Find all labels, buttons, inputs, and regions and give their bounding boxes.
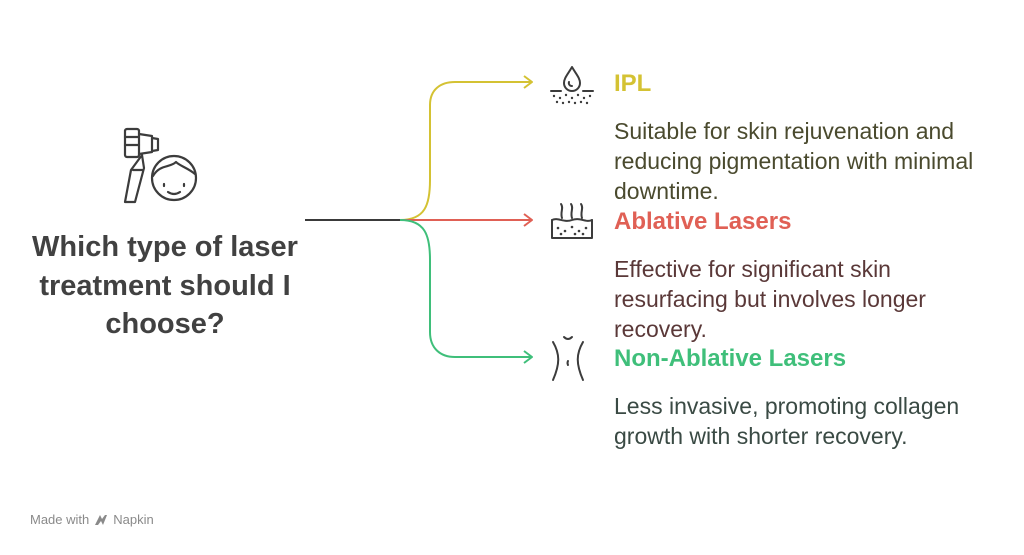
laser-device-face-icon [123, 127, 198, 204]
napkin-logo-icon [95, 514, 108, 525]
option-description-ipl: Suitable for skin rejuvenation and reduc… [614, 118, 974, 204]
branch-non-ablative [399, 219, 532, 358]
waist-body-icon [552, 336, 584, 381]
arrowhead-non-ablative [523, 350, 533, 364]
ipl-skin-drop-icon [550, 66, 594, 105]
arrowhead-ipl [523, 75, 533, 89]
option-title-non-ablative: Non-Ablative Lasers [614, 345, 847, 372]
branch-ipl [399, 81, 532, 221]
skin-layers-icon [551, 203, 593, 239]
option-description-non-ablative: Less invasive, promoting collagen growth… [614, 393, 960, 449]
footer-brand: Napkin [113, 512, 154, 527]
arrowhead-ablative [523, 213, 533, 227]
option-description-ablative: Effective for significant skin resurfaci… [614, 256, 926, 342]
option-title-ipl: IPL [614, 70, 652, 97]
footer-watermark: Made with Napkin [30, 512, 154, 527]
option-title-ablative: Ablative Lasers [614, 208, 792, 235]
question-text: Which type of laser treatment should I c… [32, 231, 298, 340]
footer-made-with: Made with [30, 512, 90, 527]
